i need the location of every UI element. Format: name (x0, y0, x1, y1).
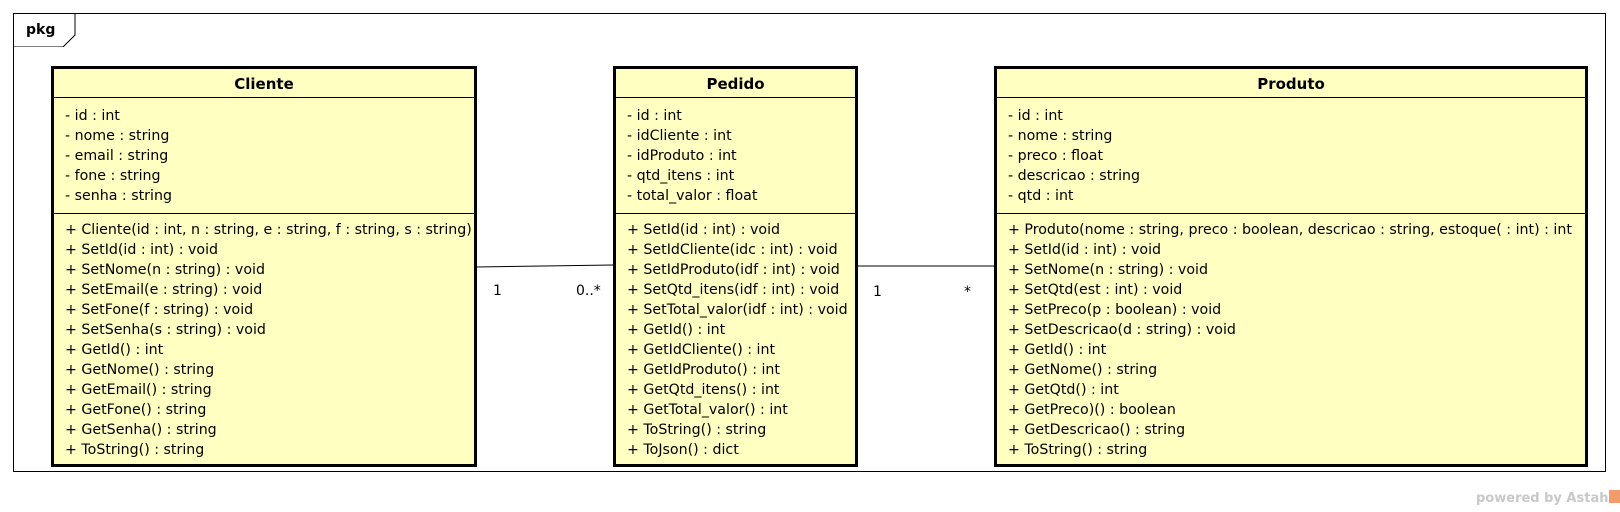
operation: + GetIdProduto() : int (627, 362, 780, 378)
operation: + SetFone(f : string) : void (65, 302, 254, 318)
operation: + SetEmail(e : string) : void (65, 282, 263, 298)
operation: + SetPreco(p : boolean) : void (1008, 302, 1222, 318)
operation: + SetDescricao(d : string) : void (1008, 322, 1236, 338)
operation-list-pedido: + SetId(id : int) : void + SetIdCliente(… (616, 214, 855, 460)
operation: + GetFone() : string (65, 402, 207, 418)
operation: + ToJson() : dict (627, 442, 739, 458)
attribute-list-produto: - id : int - nome : string - preco : flo… (997, 98, 1585, 214)
attribute: - id : int (1008, 108, 1063, 124)
operation: + GetNome() : string (1008, 362, 1158, 378)
class-cliente[interactable]: Cliente - id : int - nome : string - ema… (51, 66, 477, 467)
operation: + SetNome(n : string) : void (1008, 262, 1208, 278)
operation: + ToString() : string (65, 442, 205, 458)
astah-watermark: powered by Astah (1476, 490, 1620, 506)
class-pedido[interactable]: Pedido - id : int - idCliente : int - id… (613, 66, 858, 467)
operation: + GetQtd() : int (1008, 382, 1119, 398)
operation: + GetId() : int (65, 342, 164, 358)
operation: + GetIdCliente() : int (627, 342, 776, 358)
operation: + SetTotal_valor(idf : int) : void (627, 302, 848, 318)
attribute: - idProduto : int (627, 148, 737, 164)
operation: + Produto(nome : string, preco : boolean… (1008, 222, 1572, 238)
attribute: - preco : float (1008, 148, 1104, 164)
attribute: - fone : string (65, 168, 161, 184)
attribute: - id : int (65, 108, 120, 124)
operation: + SetSenha(s : string) : void (65, 322, 266, 338)
operation: + ToString() : string (1008, 442, 1148, 458)
attribute: - qtd : int (1008, 188, 1074, 204)
package-tab (13, 13, 76, 47)
operation: + SetId(id : int) : void (627, 222, 781, 238)
operation: + GetTotal_valor() : int (627, 402, 788, 418)
multiplicity-produto: * (964, 284, 971, 300)
operation: + SetIdCliente(idc : int) : void (627, 242, 838, 258)
operation-list-cliente: + Cliente(id : int, n : string, e : stri… (54, 214, 474, 460)
operation-list-produto: + Produto(nome : string, preco : boolean… (997, 214, 1585, 460)
operation: + ToString() : string (627, 422, 767, 438)
operation: + GetNome() : string (65, 362, 215, 378)
attribute: - idCliente : int (627, 128, 732, 144)
attribute: - senha : string (65, 188, 172, 204)
attribute-list-cliente: - id : int - nome : string - email : str… (54, 98, 474, 214)
multiplicity-cliente: 1 (493, 283, 502, 299)
operation: + SetQtd(est : int) : void (1008, 282, 1183, 298)
operation: + GetPreco)() : boolean (1008, 402, 1176, 418)
operation: + SetIdProduto(idf : int) : void (627, 262, 840, 278)
attribute: - email : string (65, 148, 169, 164)
operation: + GetId() : int (627, 322, 726, 338)
operation: + Cliente(id : int, n : string, e : stri… (65, 222, 472, 238)
attribute: - id : int (627, 108, 682, 124)
astah-logo-icon (1609, 490, 1620, 503)
attribute: - nome : string (65, 128, 170, 144)
operation: + SetId(id : int) : void (1008, 242, 1162, 258)
package-frame (13, 13, 1606, 472)
watermark-text: powered by Astah (1476, 491, 1609, 506)
class-name-pedido: Pedido (616, 69, 855, 98)
operation: + GetQtd_itens() : int (627, 382, 780, 398)
class-name-cliente: Cliente (54, 69, 474, 98)
operation: + GetDescricao() : string (1008, 422, 1186, 438)
operation: + SetNome(n : string) : void (65, 262, 265, 278)
multiplicity-pedido-one: 1 (873, 284, 882, 300)
class-name-produto: Produto (997, 69, 1585, 98)
operation: + GetId() : int (1008, 342, 1107, 358)
attribute: - total_valor : float (627, 188, 758, 204)
operation: + SetQtd_itens(idf : int) : void (627, 282, 840, 298)
operation: + SetId(id : int) : void (65, 242, 219, 258)
multiplicity-pedido-many: 0..* (576, 283, 601, 299)
operation: + GetSenha() : string (65, 422, 217, 438)
attribute-list-pedido: - id : int - idCliente : int - idProduto… (616, 98, 855, 214)
attribute: - nome : string (1008, 128, 1113, 144)
attribute: - qtd_itens : int (627, 168, 735, 184)
package-label: pkg (26, 22, 56, 38)
class-produto[interactable]: Produto - id : int - nome : string - pre… (994, 66, 1588, 467)
operation: + GetEmail() : string (65, 382, 212, 398)
association-cliente-pedido (476, 264, 614, 268)
attribute: - descricao : string (1008, 168, 1141, 184)
